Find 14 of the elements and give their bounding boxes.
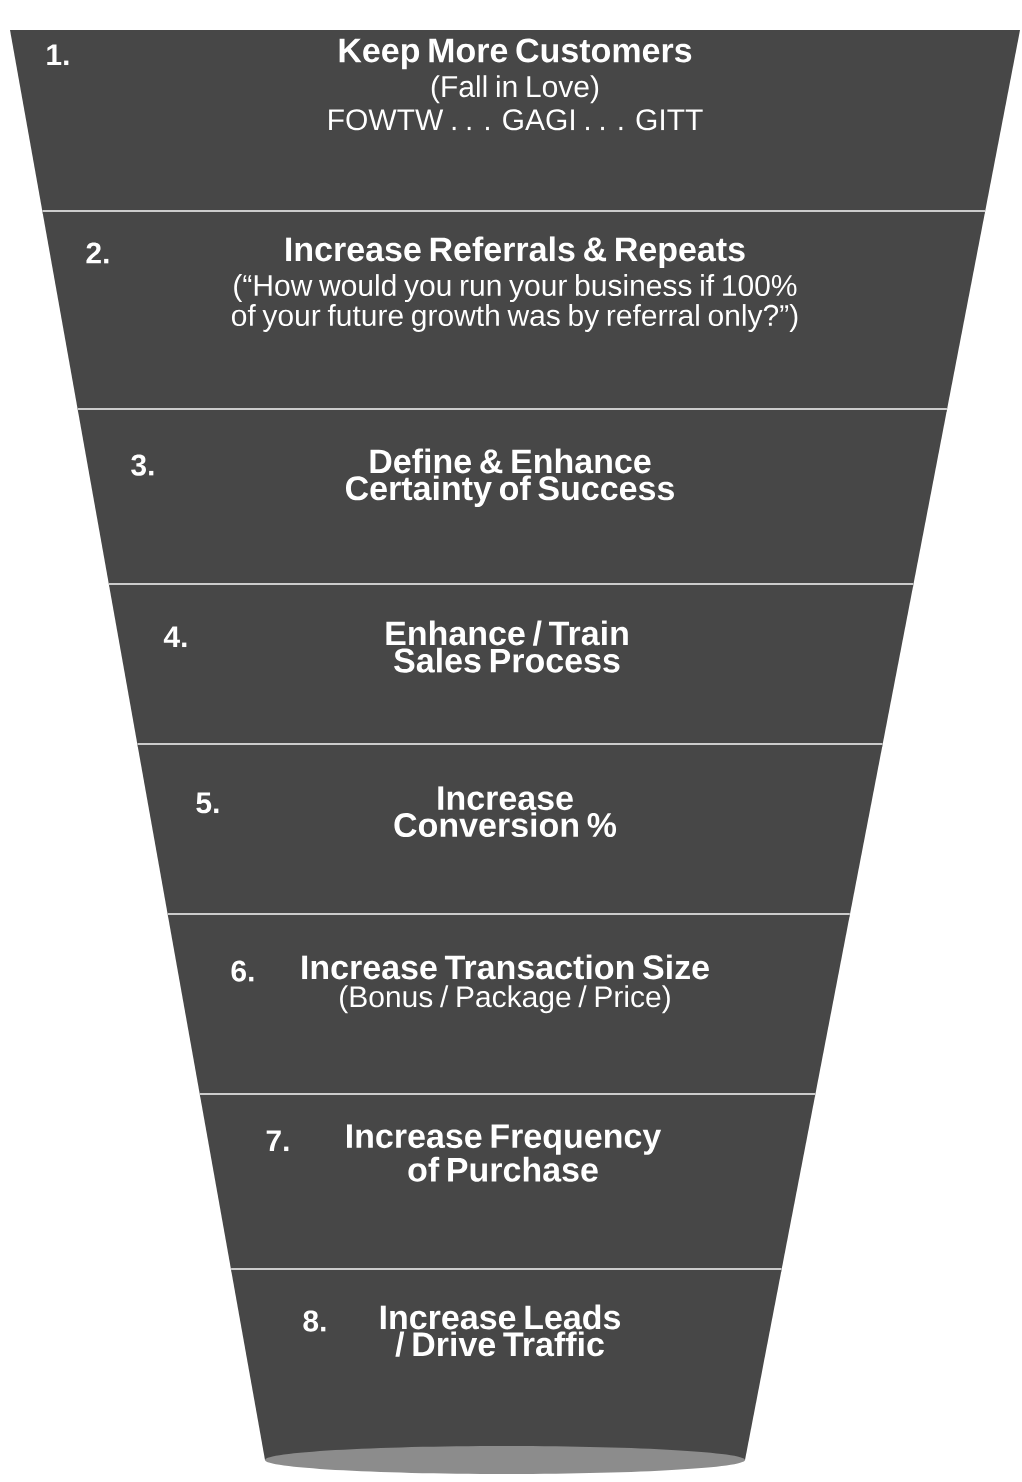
step-number: 6. <box>231 960 254 982</box>
step-number: 4. <box>163 626 187 648</box>
step-label: Increase Frequency of Purchase <box>347 1124 662 1182</box>
step-label: Define & Enhance Certainty of Success <box>346 448 674 508</box>
step-number: 5. <box>196 792 219 814</box>
step-label: Increase Transaction Size (Bonus / Package / Price) <box>302 954 709 1014</box>
step-label: Increase Conversion % <box>394 786 617 838</box>
step-number: 2. <box>86 242 109 264</box>
step-number: 3. <box>131 454 154 476</box>
step-number: 7. <box>266 1130 289 1152</box>
step-label: Enhance / Train Sales Process <box>386 620 628 673</box>
step-label: Keep More Customers (Fall in Love) FOWTW . . . GAGI . . . GITT <box>329 38 703 131</box>
step-label: Increase Referrals & Repeats (“How would you run your business if 100% of your future growth was by referral only?”) <box>232 236 798 332</box>
step-number: 1. <box>47 44 69 66</box>
